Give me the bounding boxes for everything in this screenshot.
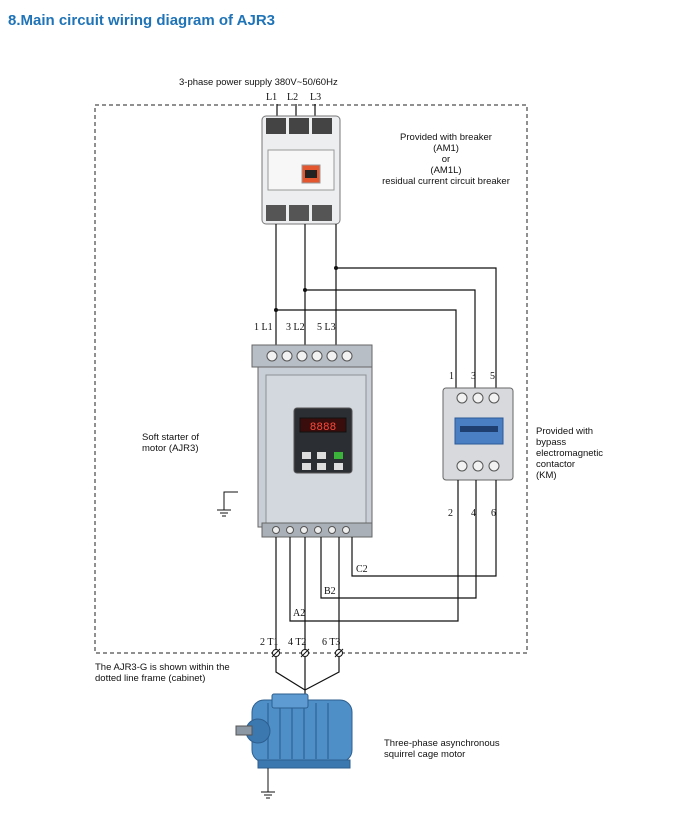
contactor-terminal-4: 4 (471, 508, 476, 519)
phase-label-l3: L3 (310, 92, 322, 103)
motor-device (235, 693, 353, 769)
junction-dots (274, 266, 338, 312)
breaker-to-starter-wires (275, 224, 497, 392)
bypass-terminal-a2: A2 (293, 608, 306, 619)
starter-display: 8888 (310, 422, 336, 434)
starter-input-terminal-l2: 3 L2 (286, 322, 305, 333)
contactor-terminal-5: 5 (490, 371, 495, 382)
motor-description: Three-phase asynchronous squirrel cage m… (384, 738, 500, 760)
soft-starter-description: Soft starter of motor (AJR3) (142, 432, 200, 454)
starter-input-terminal-l1: 1 L1 (254, 322, 273, 333)
page-title: 8.Main circuit wiring diagram of AJR3 (8, 12, 275, 29)
output-terminal-t2: 4 T2 (288, 637, 307, 648)
motor-earth-symbol (261, 768, 275, 799)
contactor-device (442, 387, 514, 481)
output-terminal-symbols (271, 648, 344, 658)
starter-earth-symbol (217, 491, 238, 517)
motor-feed-wires (275, 657, 340, 700)
starter-input-terminal-l3: 5 L3 (317, 322, 336, 333)
contactor-terminal-3: 3 (471, 371, 476, 382)
cabinet-note: The AJR3-G is shown within the dotted li… (95, 662, 230, 684)
contactor-terminal-1: 1 (449, 371, 454, 382)
output-terminal-t1: 2 T1 (260, 637, 279, 648)
bypass-wires (289, 480, 497, 622)
bypass-terminal-b2: B2 (324, 586, 336, 597)
contactor-description: Provided with bypass electromagnetic con… (536, 426, 604, 481)
output-wires (275, 537, 340, 653)
output-terminal-t3: 6 T3 (322, 637, 341, 648)
breaker-description: Provided with breaker (AM1) or (AM1L) re… (382, 132, 510, 187)
supply-label: 3-phase power supply 380V~50/60Hz (179, 77, 338, 88)
bypass-terminal-c2: C2 (356, 564, 368, 575)
contactor-terminal-6: 6 (491, 508, 496, 519)
phase-label-l1: L1 (266, 92, 278, 103)
contactor-terminal-2: 2 (448, 508, 453, 519)
soft-starter-device (251, 344, 373, 538)
breaker-device (261, 115, 341, 225)
phase-label-l2: L2 (287, 92, 299, 103)
